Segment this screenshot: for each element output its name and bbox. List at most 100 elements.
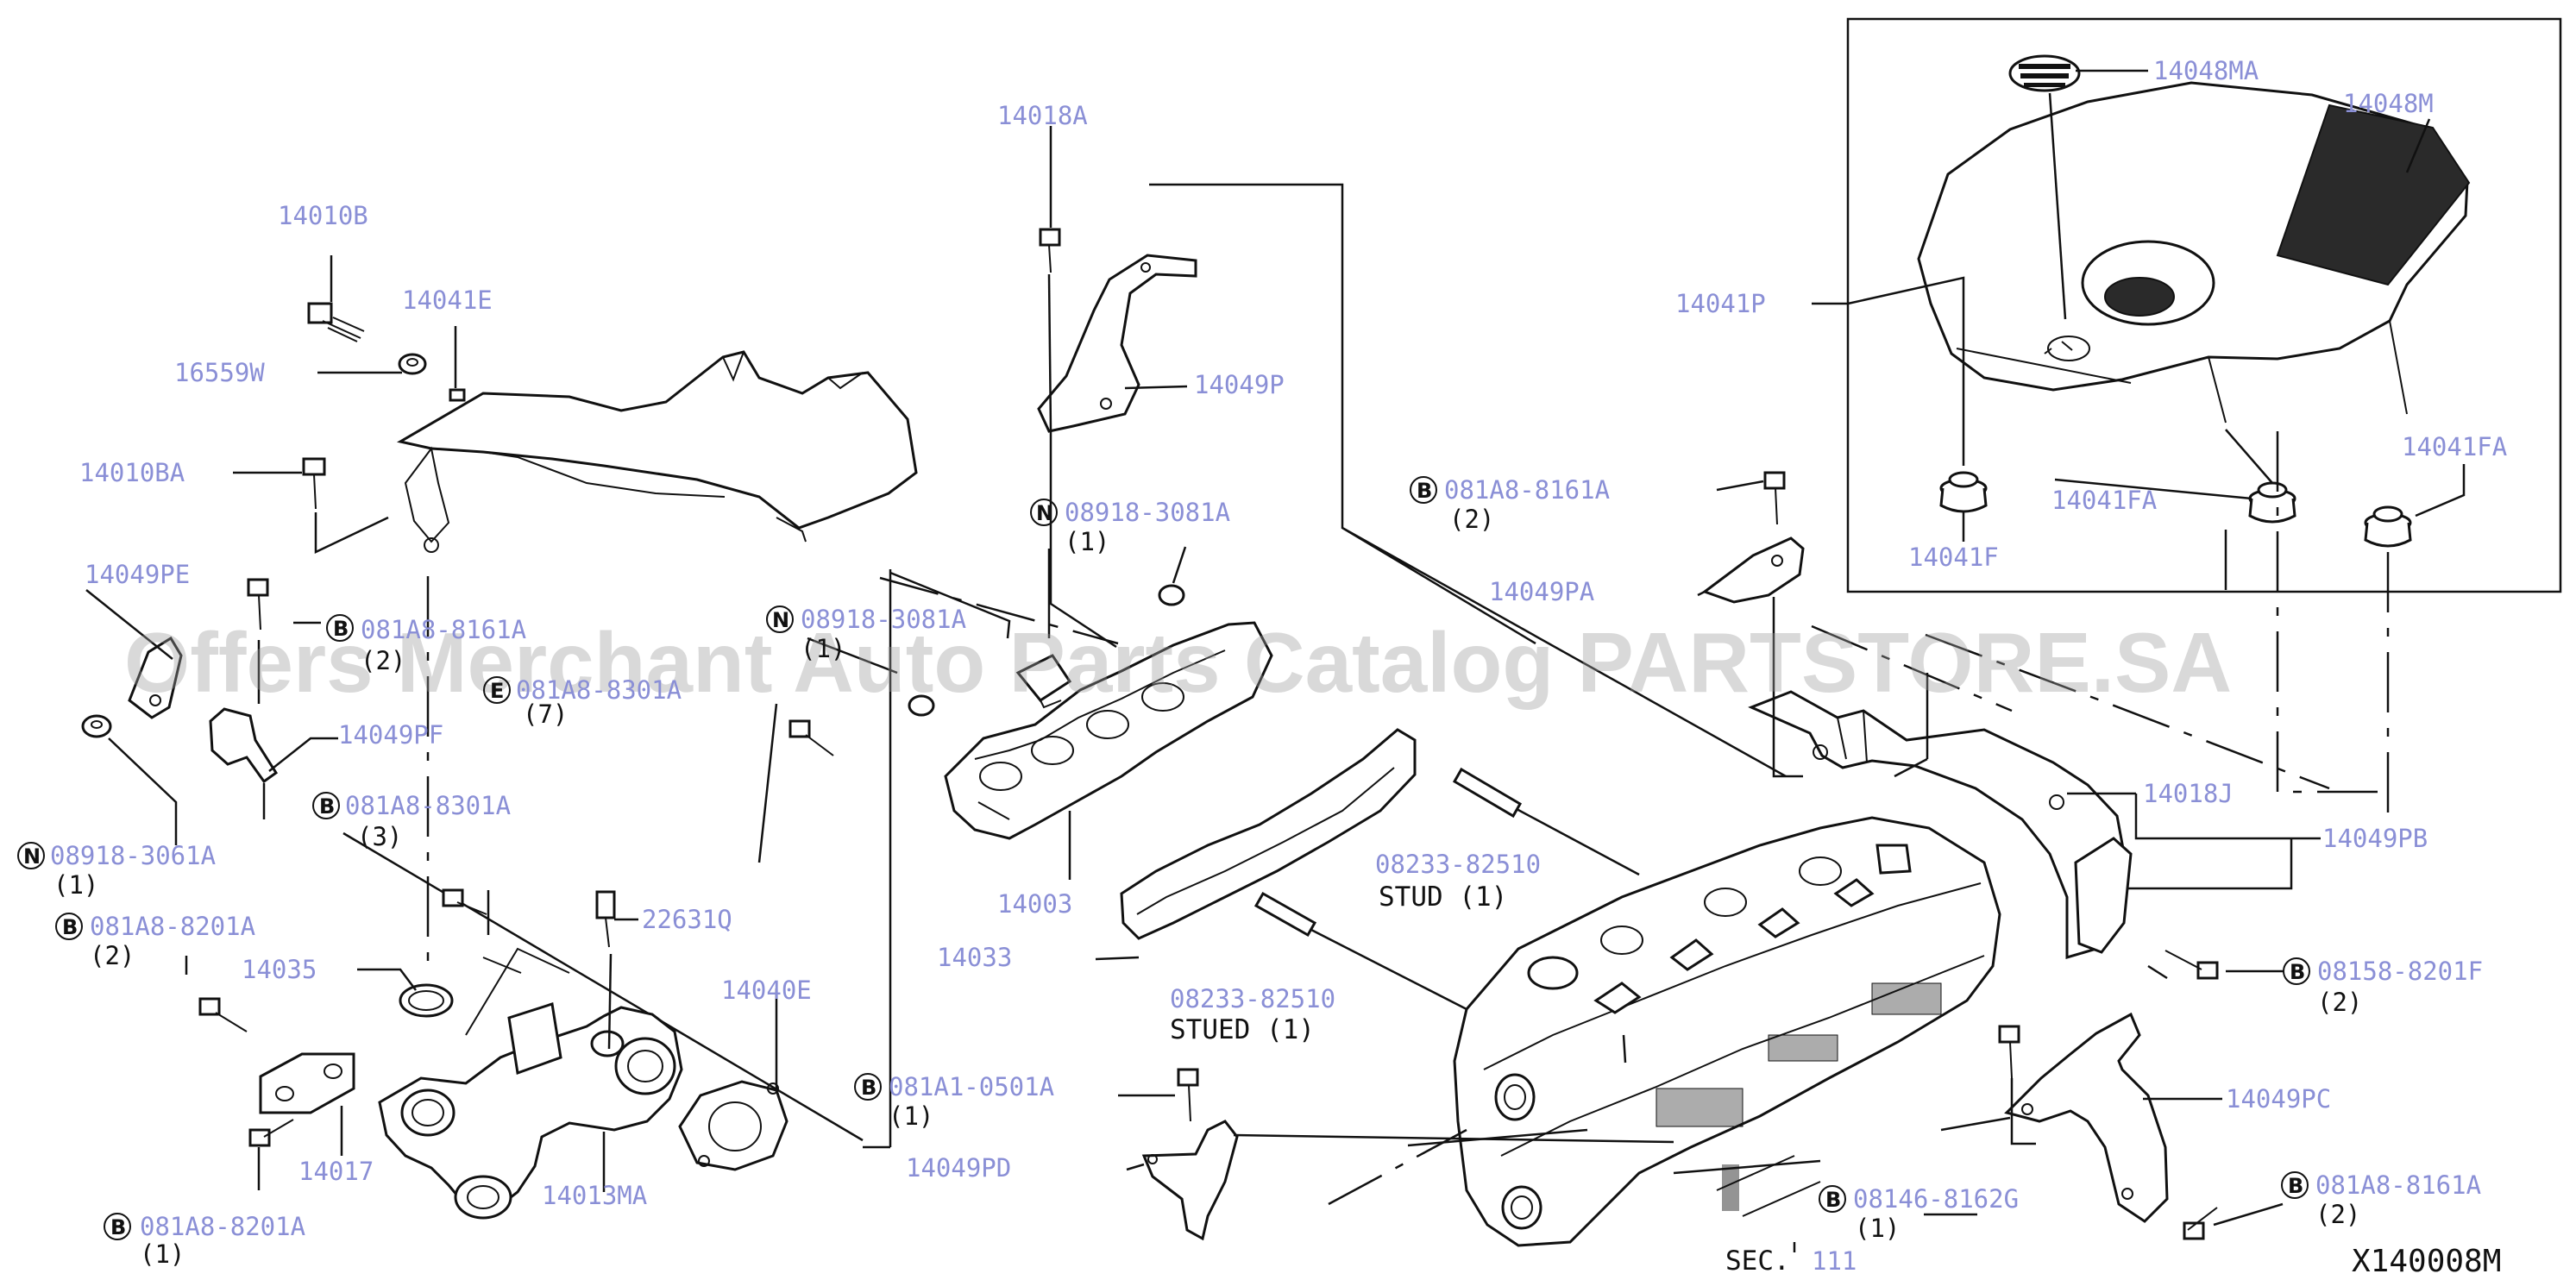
callout-14049pe[interactable]: 14049PE	[85, 560, 190, 589]
bracket-14049pa[interactable]	[1701, 536, 1805, 604]
nut-3081a-b[interactable]	[908, 694, 935, 717]
bolt-8161a-c[interactable]	[2183, 1207, 2218, 1240]
callout-14018a[interactable]: 14018A	[997, 101, 1088, 130]
bolt-8201a-b[interactable]	[248, 1119, 294, 1147]
callout-081a8-8301a-a[interactable]: 081A8-8301A	[516, 675, 682, 705]
callout-081a8-8201a-b[interactable]: 081A8-8201A	[140, 1212, 305, 1241]
badge-letter: B	[110, 1215, 126, 1239]
callout-14041e[interactable]: 14041E	[402, 285, 493, 315]
callout-14049pb[interactable]: 14049PB	[2322, 824, 2428, 853]
callout-08233-82510-b[interactable]: 08233-82510	[1170, 984, 1335, 1013]
callout-14033[interactable]: 14033	[937, 943, 1012, 972]
callout-14013ma[interactable]: 14013MA	[542, 1181, 647, 1210]
callout-14041fa-b[interactable]: 14041FA	[2402, 432, 2507, 461]
callout-14010b[interactable]: 14010B	[278, 201, 368, 230]
callout-14049pd[interactable]: 14049PD	[906, 1153, 1011, 1183]
note-sec-prefix[interactable]: SEC.	[1725, 1245, 1790, 1277]
bolt-8162g[interactable]	[1998, 1025, 2020, 1079]
callout-14049pf[interactable]: 14049PF	[338, 720, 443, 750]
qty-081a8-8161a-a: (2)	[361, 646, 405, 675]
callout-14048m[interactable]: 14048M	[2343, 89, 2434, 118]
oil-filler-cap-part[interactable]	[2008, 54, 2081, 92]
gasket-14017[interactable]	[259, 1052, 355, 1114]
callout-081a1-0501a[interactable]: 081A1-0501A	[889, 1072, 1054, 1101]
callout-14049pa[interactable]: 14049PA	[1489, 577, 1594, 606]
heat-insulator-part[interactable]	[396, 350, 918, 553]
bolt-08158-8201f[interactable]	[2164, 950, 2219, 980]
badge-letter: B	[1417, 479, 1432, 503]
qty-08918-3081a-b: (1)	[801, 634, 845, 663]
callout-081a8-8201a-a[interactable]: 081A8-8201A	[90, 912, 255, 941]
bolt-081a1-0501a[interactable]	[1177, 1068, 1199, 1122]
callout-08146-8162g[interactable]: 08146-8162G	[1853, 1184, 2019, 1214]
note-sec-number[interactable]: 111	[1812, 1246, 1857, 1276]
bolt-8301a-a[interactable]	[789, 719, 834, 756]
badge-b-8161a-c: B	[2281, 1171, 2309, 1199]
callout-08918-3061a[interactable]: 08918-3061A	[50, 841, 216, 870]
callout-081a8-8161a-c[interactable]: 081A8-8161A	[2315, 1170, 2481, 1200]
callout-14041f[interactable]: 14041F	[1908, 543, 1999, 572]
callout-14049pc[interactable]: 14049PC	[2226, 1084, 2331, 1114]
qty-08146-8162g: (1)	[1855, 1214, 1900, 1243]
badge-b-8161a-a: B	[326, 614, 354, 642]
callout-14041fa-a[interactable]: 14041FA	[2051, 486, 2157, 515]
callout-08918-3081a-b[interactable]: 08918-3081A	[801, 605, 966, 634]
callout-081a8-8161a-b[interactable]: 081A8-8161A	[1444, 475, 1610, 505]
callout-14010ba[interactable]: 14010BA	[79, 458, 185, 487]
badge-b-8301a-b: B	[312, 792, 340, 819]
bracket-14049pe[interactable]	[128, 636, 183, 719]
engine-cover-part[interactable]	[1917, 81, 2471, 424]
nut-3081a-a[interactable]	[1158, 584, 1185, 606]
note-stud: STUD (1)	[1379, 882, 1507, 913]
callout-14003[interactable]: 14003	[997, 889, 1072, 919]
qty-081a8-8161a-c: (2)	[2315, 1200, 2360, 1229]
sensor-22631q[interactable]	[595, 890, 616, 948]
grommet-14041fa-a[interactable]	[2248, 481, 2296, 524]
bolt-14010ba[interactable]	[302, 457, 326, 510]
callout-16559w[interactable]: 16559W	[174, 358, 265, 387]
gasket-14035[interactable]	[399, 983, 454, 1018]
bracket-14049p[interactable]	[1037, 254, 1197, 433]
callout-14018j[interactable]: 14018J	[2143, 779, 2234, 808]
bolt-8161a-b[interactable]	[1763, 471, 1786, 525]
gasket-14040e[interactable]	[678, 1080, 789, 1171]
grommet-14041fa-b[interactable]	[2364, 505, 2412, 548]
cylinder-head-sec-111[interactable]	[1453, 816, 2001, 1247]
bracket-14049pd[interactable]	[1141, 1120, 1239, 1241]
callout-22631q[interactable]: 22631Q	[642, 905, 732, 934]
callout-14049p[interactable]: 14049P	[1194, 370, 1285, 399]
cover-dark-panel	[2276, 104, 2471, 286]
bolt-14010b[interactable]	[307, 302, 365, 342]
stud-08233-82510-b[interactable]	[1253, 891, 1317, 938]
callout-14048ma[interactable]: 14048MA	[2153, 56, 2259, 85]
washer-16559w[interactable]	[398, 353, 427, 375]
bracket-14049pf[interactable]	[209, 707, 279, 784]
callout-14017[interactable]: 14017	[298, 1157, 374, 1186]
callout-081a8-8301a-b[interactable]: 081A8-8301A	[345, 791, 511, 820]
qty-08158-8201f: (2)	[2317, 988, 2362, 1017]
clip-14041e[interactable]	[449, 388, 466, 402]
badge-letter: N	[1036, 501, 1053, 525]
callout-14040e[interactable]: 14040E	[721, 976, 812, 1005]
bolt-8301a-b[interactable]	[442, 888, 487, 915]
intake-manifold-14003[interactable]	[944, 621, 1273, 840]
exhaust-manifold-14013ma[interactable]	[378, 947, 683, 1220]
badge-e-8301a-a: E	[483, 676, 511, 704]
bolt-left-1[interactable]	[247, 578, 269, 631]
bracket-14049pb[interactable]	[2074, 837, 2133, 954]
callout-14035[interactable]: 14035	[242, 955, 317, 984]
bolt-8201a-a[interactable]	[198, 997, 248, 1032]
callout-14041p[interactable]: 14041P	[1675, 289, 1766, 318]
callout-08158-8201f[interactable]: 08158-8201F	[2317, 957, 2483, 986]
callout-081a8-8161a-a[interactable]: 081A8-8161A	[361, 615, 526, 644]
badge-b-8201f: B	[2283, 957, 2310, 985]
callout-08233-82510-a[interactable]: 08233-82510	[1375, 850, 1541, 879]
callout-08918-3081a-a[interactable]: 08918-3081A	[1065, 498, 1230, 527]
nut-08918-3061a[interactable]	[81, 714, 112, 738]
grommet-14041f[interactable]	[1939, 471, 1988, 513]
bolt-14018a[interactable]	[1039, 228, 1061, 273]
gasket-14033[interactable]	[1120, 728, 1417, 940]
bracket-14049pc[interactable]	[2004, 1012, 2169, 1223]
stud-08233-82510-a[interactable]	[1452, 767, 1523, 819]
